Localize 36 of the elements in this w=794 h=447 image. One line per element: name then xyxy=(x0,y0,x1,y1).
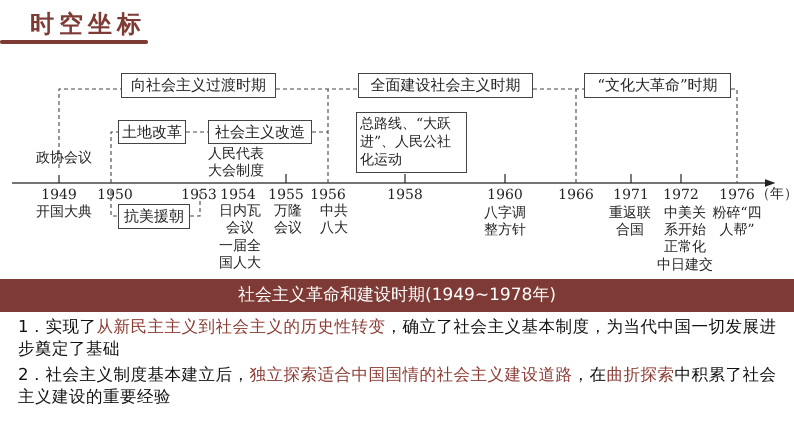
event-label: 重返联合国 xyxy=(608,205,652,239)
event-label: 开国大典 xyxy=(35,204,93,221)
event-label: 中共八大 xyxy=(319,203,349,237)
page-title: 时空坐标 xyxy=(30,8,146,40)
year-label: 1955 xyxy=(267,187,305,204)
year-label: 1971 xyxy=(612,187,650,204)
year-label: 1954 xyxy=(219,187,257,204)
event-label: 万隆会议 xyxy=(273,203,303,237)
year-label: 1958 xyxy=(386,187,424,204)
event-label: 政协会议 xyxy=(35,150,93,167)
year-label: 1972 xyxy=(662,187,700,204)
event-box: 土地改革 xyxy=(118,120,186,144)
event-box: 总路线、“大跃进”、人民公社化运动 xyxy=(356,112,467,173)
period-banner: 社会主义革命和建设时期(1949~1978年) xyxy=(0,279,794,312)
event-label: 中美关系开始正常化 xyxy=(663,205,707,256)
event-label: 一届全国人大 xyxy=(218,238,262,272)
year-label: 1950 xyxy=(96,187,134,204)
year-label: 1966 xyxy=(557,187,595,204)
event-label: 日内瓦会议 xyxy=(218,203,262,237)
period-box: 向社会主义过渡时期 xyxy=(121,73,276,98)
note-paragraph: 1．实现了从新民主主义到社会主义的历史性转变，确立了社会主义基本制度，为当代中国一切发展进步奠定了基础 xyxy=(18,316,778,360)
year-label: 1953 xyxy=(180,187,218,204)
year-label: 1976 xyxy=(718,187,756,204)
event-label: 中日建交 xyxy=(656,257,714,274)
event-label: 粉碎“四人帮” xyxy=(711,205,763,239)
period-box: 全面建设社会主义时期 xyxy=(358,73,533,98)
year-label: 1956 xyxy=(309,187,347,204)
event-label: 八字调整方针 xyxy=(483,205,527,239)
period-box: “文化大革命”时期 xyxy=(584,73,731,98)
note-paragraph: 2．社会主义制度基本建立后，独立探索适合中国国情的社会主义建设道路，在曲折探索中积累了社会主义建设的重要经验 xyxy=(18,364,778,408)
axis-unit-label: （年） xyxy=(756,186,790,203)
event-label: 人民代表大会制度 xyxy=(207,146,265,180)
event-box: 抗美援朝 xyxy=(118,204,190,229)
year-label: 1960 xyxy=(486,187,524,204)
year-label: 1949 xyxy=(40,187,78,204)
event-box: 社会主义改造 xyxy=(208,120,312,144)
